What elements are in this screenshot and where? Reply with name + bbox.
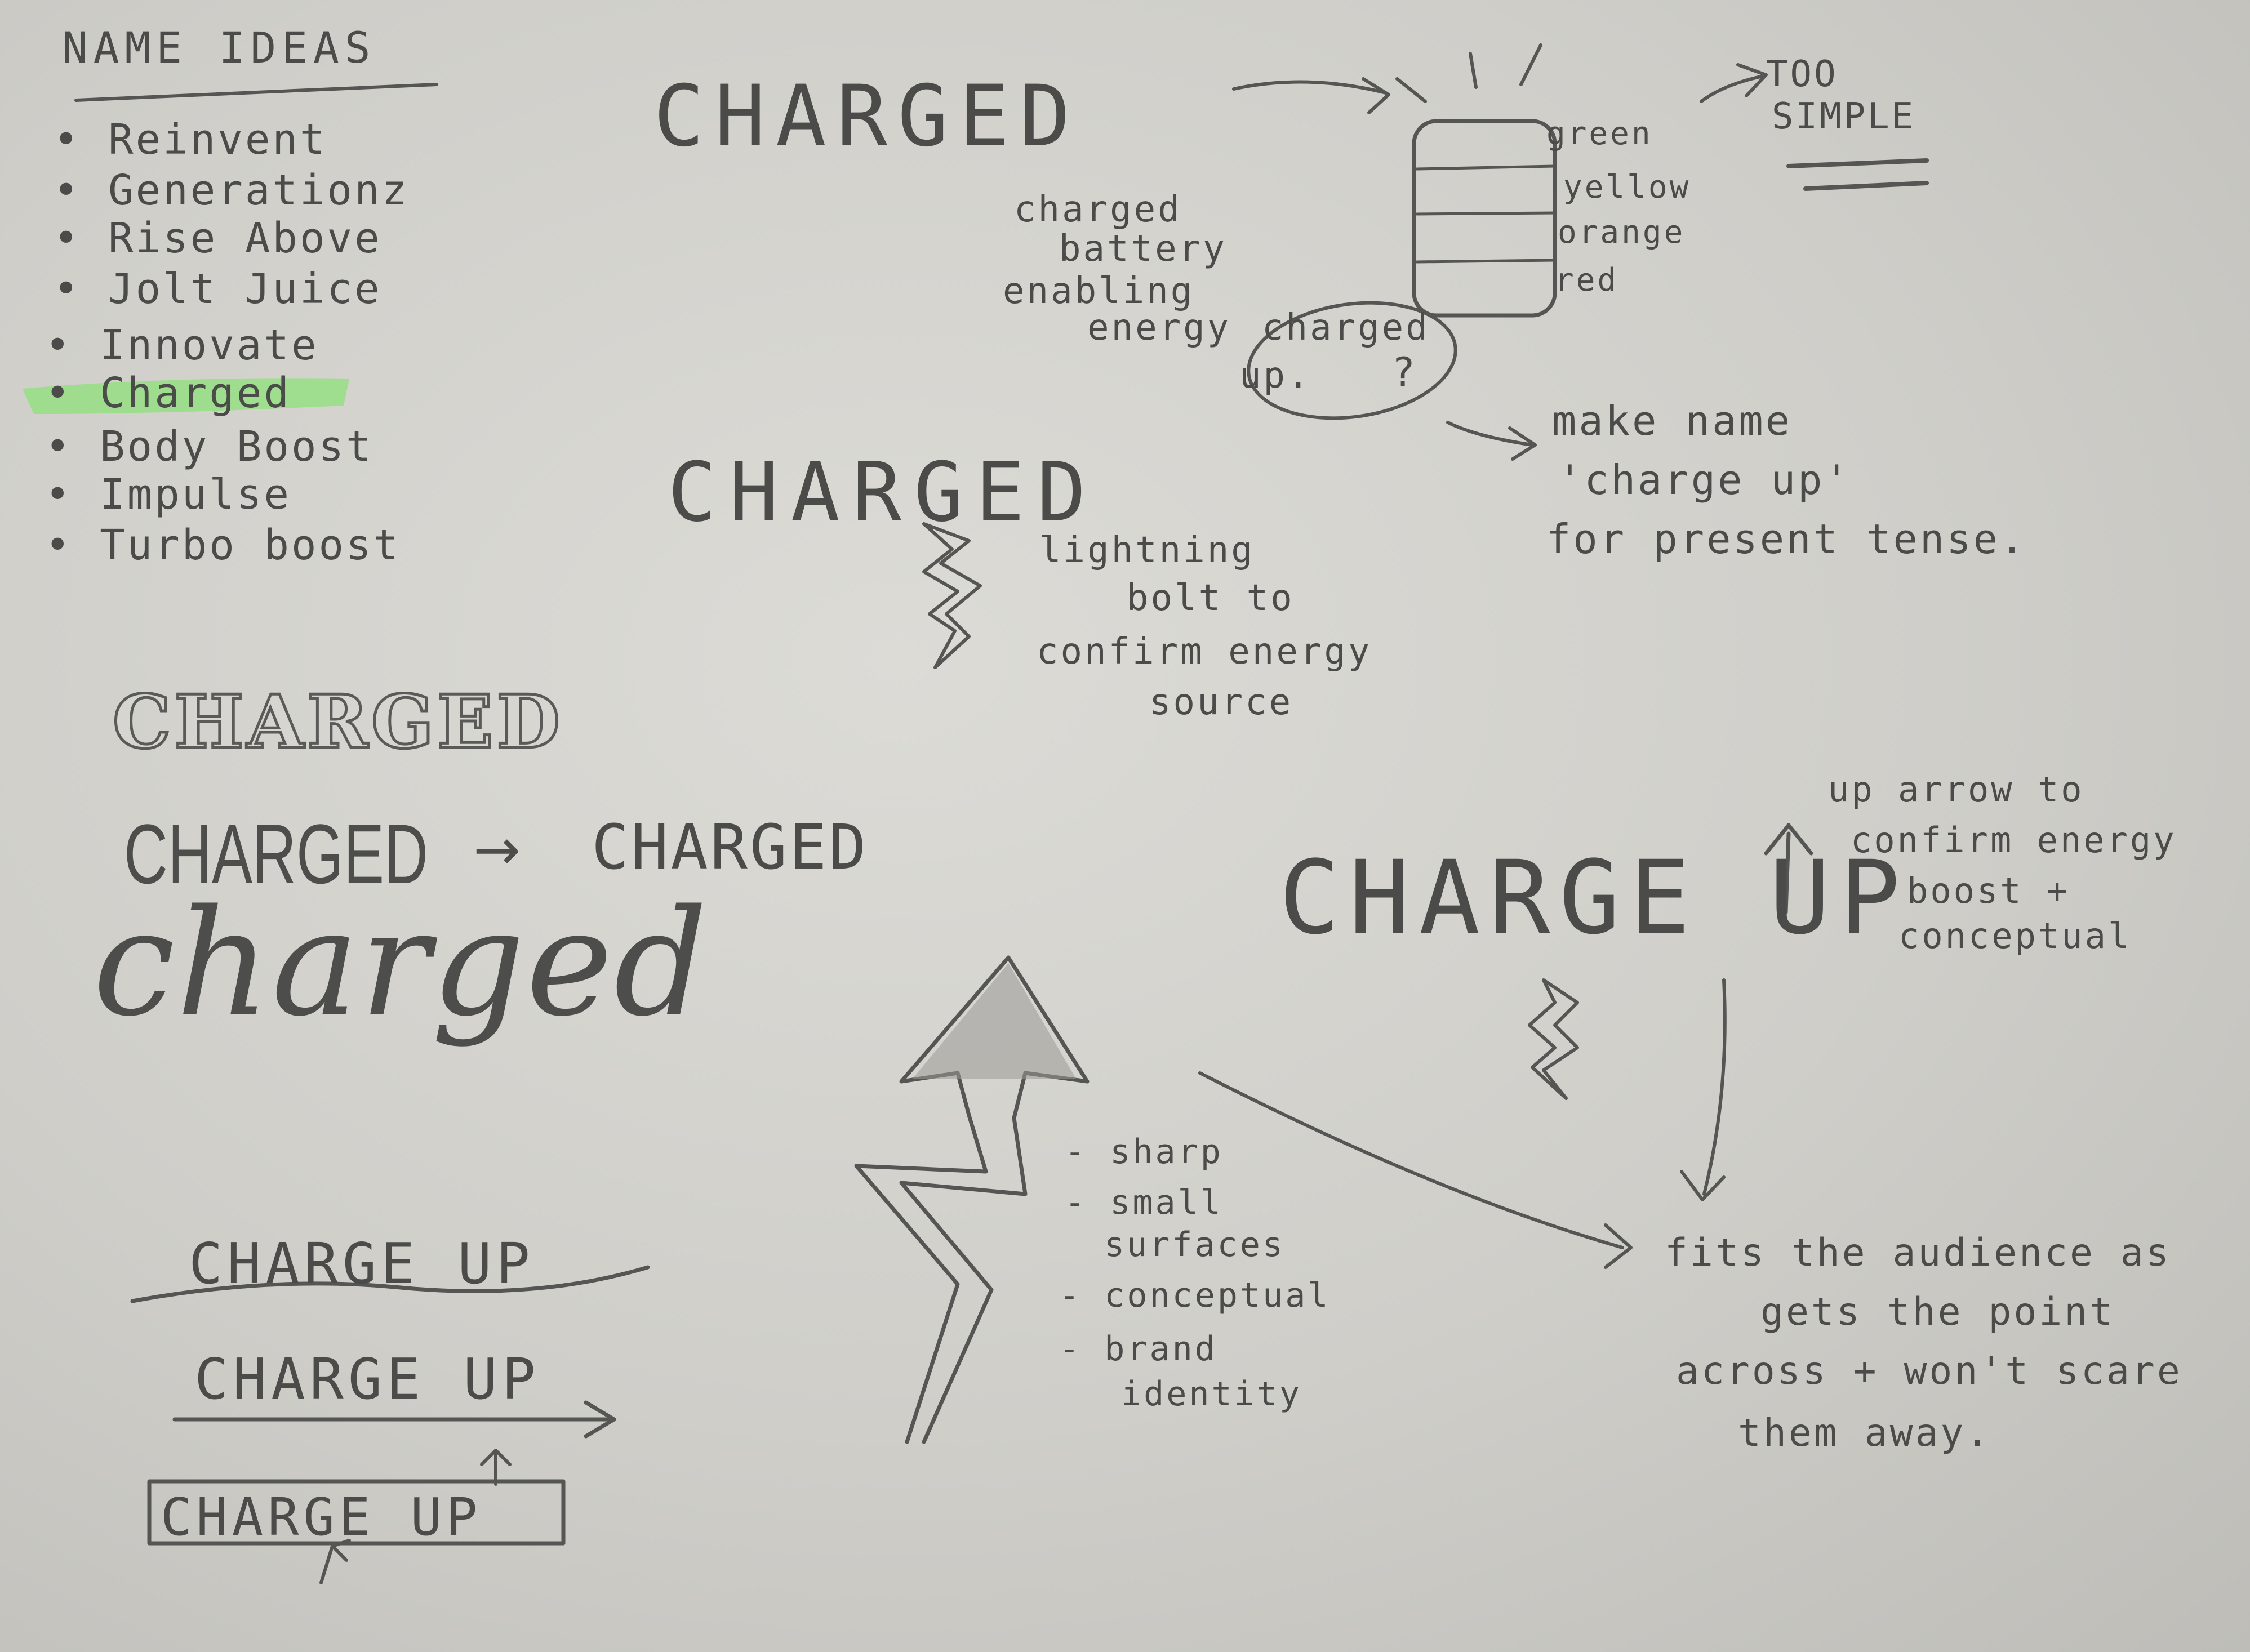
up-arrow-note: boost + bbox=[1907, 870, 2070, 911]
icon-note: - small bbox=[1065, 1183, 1223, 1222]
battery-note-line: energy bbox=[1087, 307, 1231, 349]
icon-note: - conceptual bbox=[1059, 1276, 1331, 1315]
up-arrow-note: up arrow to bbox=[1828, 769, 2084, 810]
battery-color-label: orange bbox=[1558, 214, 1686, 251]
conclusion-line: across + won't scare bbox=[1676, 1349, 2182, 1393]
circled-text: up. bbox=[1239, 355, 1311, 397]
list-item: • Turbo boost bbox=[45, 521, 401, 569]
battery-color-label: red bbox=[1555, 262, 1619, 299]
charge-up-arrow: CHARGE UP bbox=[194, 1346, 540, 1412]
charged-outlined: CHARGED bbox=[111, 678, 564, 767]
conclusion-line: them away. bbox=[1738, 1411, 1991, 1455]
list-item: • Jolt Juice bbox=[54, 265, 382, 313]
lightning-note: confirm energy bbox=[1037, 631, 1372, 673]
charge-up-wave: CHARGE UP bbox=[189, 1231, 535, 1297]
icon-note: - brand bbox=[1059, 1329, 1217, 1369]
charged-sketch-2: CHARGED bbox=[668, 445, 1099, 540]
battery-note-line: battery bbox=[1059, 228, 1227, 270]
list-item: • Reinvent bbox=[54, 115, 327, 164]
battery-icon bbox=[1412, 119, 1557, 318]
list-item: • Body Boost bbox=[45, 422, 373, 471]
make-name-note: for present tense. bbox=[1546, 515, 2027, 563]
up-arrow-note: conceptual bbox=[1898, 915, 2132, 956]
make-name-note: 'charge up' bbox=[1558, 456, 1851, 504]
list-item-highlighted: • Charged bbox=[45, 369, 291, 417]
conclusion-line: fits the audience as bbox=[1665, 1231, 2171, 1275]
icon-note: - sharp bbox=[1065, 1132, 1223, 1172]
list-item: • Generationz bbox=[54, 166, 410, 215]
battery-note-line: charged bbox=[1014, 189, 1182, 230]
list-item: • Impulse bbox=[45, 470, 291, 519]
list-item: • Rise Above bbox=[54, 214, 382, 262]
battery-color-label: yellow bbox=[1563, 169, 1691, 206]
charged-bouncy: CHARGED bbox=[592, 811, 869, 883]
transform-arrow: → bbox=[473, 817, 521, 883]
icon-note: surfaces bbox=[1104, 1225, 1285, 1264]
lightning-note: bolt to bbox=[1127, 577, 1295, 619]
battery-note-line: enabling bbox=[1003, 270, 1195, 312]
arrow-to-battery bbox=[1232, 80, 1388, 95]
battery-color-label: green bbox=[1546, 115, 1653, 152]
charged-plain: CHARGED bbox=[124, 807, 429, 901]
charged-sketch-1: CHARGED bbox=[653, 68, 1081, 166]
name-ideas-heading: NAME IDEAS bbox=[62, 23, 376, 73]
up-arrow-note: confirm energy bbox=[1851, 820, 2177, 861]
lightning-note: source bbox=[1149, 682, 1293, 723]
too-simple-label: SIMPLE bbox=[1772, 96, 1916, 137]
too-simple-label: TOO bbox=[1766, 54, 1838, 95]
conclusion-line: gets the point bbox=[1760, 1290, 2115, 1334]
lightning-note: lightning bbox=[1039, 529, 1255, 571]
circled-text: charged bbox=[1262, 307, 1430, 349]
make-name-note: make name bbox=[1552, 397, 1793, 444]
list-item: • Innovate bbox=[45, 321, 319, 369]
icon-note: identity bbox=[1121, 1374, 1302, 1414]
up-arrow-icon bbox=[1784, 831, 1791, 915]
charge-up-sketch: CHARGE UP bbox=[1279, 839, 1910, 957]
heading-underline bbox=[74, 83, 438, 102]
question-mark: ? bbox=[1391, 349, 1418, 395]
highlight-marker bbox=[23, 378, 349, 414]
arrow-bolt-icon bbox=[854, 955, 1090, 1444]
charge-up-boxed: CHARGE UP bbox=[161, 1487, 482, 1547]
lightning-bolt-icon bbox=[922, 522, 982, 669]
charged-script: charged bbox=[93, 879, 709, 1049]
